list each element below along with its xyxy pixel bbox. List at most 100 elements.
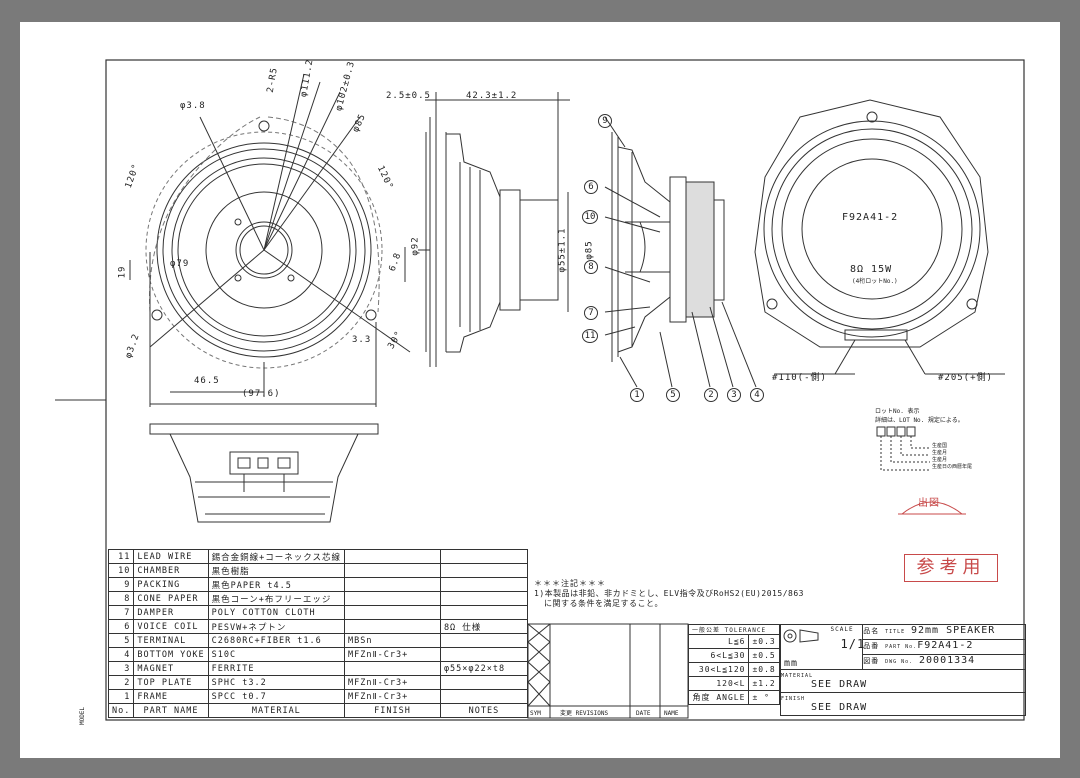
tolerance-value: ±0.8 — [748, 662, 780, 677]
terminal-minus: #110(-側) — [772, 373, 827, 383]
unit-value: mm — [784, 658, 799, 669]
bom-cell-material: SPHC t3.2 — [207, 675, 346, 690]
bom-cell-notes — [439, 647, 529, 662]
lot-note-desc: 詳細は、LOT No. 規定による。 — [875, 417, 964, 424]
notes-header: ＊＊＊注記＊＊＊ — [534, 579, 606, 588]
bom-col-part: PART NAME — [133, 703, 209, 718]
bom-cell-finish: MFZnⅡ-Cr3+ — [344, 647, 441, 662]
dim-inner: φ79 — [170, 259, 190, 269]
scale-label: SCALE — [830, 625, 854, 633]
technical-drawing — [55, 59, 1025, 721]
bom-cell-part: TERMINAL — [133, 633, 209, 648]
lot-note-title: ロットNo. 表示 — [875, 408, 920, 415]
bom-cell-finish — [344, 549, 441, 564]
bom-cell-part: VOICE COIL — [133, 619, 209, 634]
tolerance-row: 120<L±1.2 — [687, 676, 780, 691]
bom-cell-notes: 8Ω 仕様 — [439, 619, 529, 634]
bom-cell-notes — [439, 549, 529, 564]
tolerance-range: 角度 ANGLE — [687, 690, 750, 705]
tolerance-range: 30<L≦120 — [687, 662, 750, 677]
tolerance-value: ± ° — [748, 690, 780, 705]
section-view — [604, 116, 757, 388]
dim-offset: 3.3 — [352, 335, 372, 345]
scale-value: 1/1 — [840, 636, 866, 651]
lot-note-line-2: 生産月 — [932, 450, 948, 456]
revision-grid — [527, 623, 689, 719]
outline-stamp: 出図 — [918, 498, 940, 509]
bom-cell-finish — [344, 619, 441, 634]
bom-cell-material: 黒色PAPER t4.5 — [207, 577, 346, 592]
speaker-rating-label: 8Ω 15W — [850, 264, 893, 275]
bom-cell-part: DAMPER — [133, 605, 209, 620]
balloon-4: 4 — [750, 388, 764, 402]
lot-note-line-4: 生産日の西暦年尾 — [932, 464, 973, 470]
balloon-8: 8 — [584, 260, 598, 274]
dim-half-width: 46.5 — [194, 376, 220, 386]
bom-col-material: MATERIAL — [207, 703, 346, 718]
bom-cell-no: 5 — [107, 633, 135, 648]
tolerance-row: 6<L≦30±0.5 — [687, 648, 780, 663]
lot-number-diagram — [876, 426, 930, 471]
rev-sym: SYM — [530, 710, 541, 717]
drawing-title: 92mm SPEAKER — [911, 625, 996, 636]
speaker-model-label: F92A41-2 — [842, 212, 899, 223]
dim-full-width: (97.6) — [242, 389, 281, 399]
bom-cell-finish — [344, 563, 441, 578]
bom-cell-no: 1 — [107, 689, 135, 704]
tolerance-range: 6<L≦30 — [687, 648, 750, 663]
tolerance-value: ±0.5 — [748, 648, 780, 663]
rev-desc: 変更 REVISIONS — [560, 710, 609, 717]
bom-cell-no: 11 — [107, 549, 135, 564]
balloon-3: 3 — [727, 388, 741, 402]
title-label: TITLE — [885, 629, 906, 635]
bom-cell-material: S10C — [207, 647, 346, 662]
balloon-1: 1 — [630, 388, 644, 402]
bom-cell-part: LEAD WIRE — [133, 549, 209, 564]
tolerance-range: 120<L — [687, 676, 750, 691]
bom-cell-part: PACKING — [133, 577, 209, 592]
dim-hole-dia: φ3.8 — [180, 101, 206, 111]
finish-value: SEE DRAW — [811, 701, 868, 713]
bom-cell-no: 4 — [107, 647, 135, 662]
bom-cell-notes — [439, 605, 529, 620]
dim-side-dia: φ92 — [410, 236, 421, 256]
bom-cell-finish — [344, 661, 441, 676]
bom-cell-notes — [439, 633, 529, 648]
dim-height-19: 19 — [117, 265, 128, 279]
tolerance-row: 30<L≦120±0.8 — [687, 662, 780, 677]
bom-cell-no: 7 — [107, 605, 135, 620]
bom-cell-part: TOP PLATE — [133, 675, 209, 690]
dim-flange-thickness: 2.5±0.5 — [386, 91, 431, 101]
terminal-plus: #205(+側) — [938, 373, 993, 383]
lot-note-line-1: 生産国 — [932, 443, 948, 449]
bottom-view — [149, 423, 379, 523]
bom-cell-no: 9 — [107, 577, 135, 592]
rev-date: DATE — [636, 710, 651, 717]
bom-cell-finish — [344, 577, 441, 592]
dim-magnet-dia: φ55±1.1 — [557, 227, 568, 273]
tolerance-title: 一般公差 TOLERANCE — [688, 624, 780, 635]
balloon-7: 7 — [584, 306, 598, 320]
dim-section-dia: φ85 — [584, 240, 595, 260]
drawing-label: 図番 — [863, 657, 880, 665]
bom-cell-notes — [439, 577, 529, 592]
bom-col-no: No. — [107, 703, 135, 718]
bom-cell-material: C2680RC+FIBER t1.6 — [207, 633, 346, 648]
bom-cell-material: SPCC t0.7 — [207, 689, 346, 704]
name-label: 品名 — [863, 627, 880, 635]
material-label: MATERIAL — [781, 672, 814, 679]
balloon-5: 5 — [666, 388, 680, 402]
reference-stamp: 参考用 — [904, 554, 998, 582]
part-number: F92A41-2 — [917, 640, 974, 651]
side-view — [425, 92, 570, 367]
model-label: MODEL — [79, 706, 87, 726]
drawing-number: 20001334 — [919, 655, 976, 666]
